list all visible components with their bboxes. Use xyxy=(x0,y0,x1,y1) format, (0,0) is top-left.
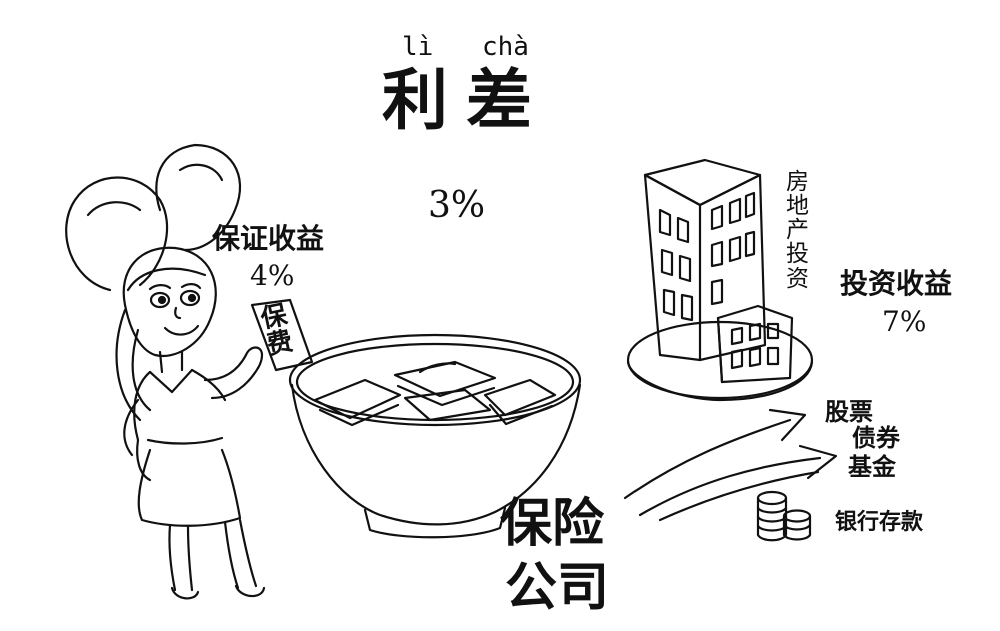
title-li: 利 xyxy=(382,62,448,139)
coin-stack-icon xyxy=(756,490,812,542)
real-estate-label: 房 地 产 投 资 xyxy=(786,170,809,291)
bonds-label: 债券 xyxy=(852,424,900,452)
real-estate-char-2: 地 xyxy=(786,193,809,220)
company-line-2: 公司 xyxy=(505,558,610,618)
title-cha: 差 xyxy=(466,62,532,139)
real-estate-char-4: 投 xyxy=(786,241,809,268)
money-bowl-icon xyxy=(288,333,582,539)
deposits-label: 银行存款 xyxy=(835,510,924,535)
real-estate-char-5: 资 xyxy=(786,265,809,292)
premium-note-icon xyxy=(250,298,314,372)
plate-icon xyxy=(626,320,814,402)
investment-rate: 7% xyxy=(882,305,927,338)
title-pinyin-cha: chà xyxy=(482,32,529,62)
real-estate-char-1: 房 xyxy=(786,169,809,195)
guaranteed-rate: 4% xyxy=(250,259,295,292)
building-icon xyxy=(643,158,794,384)
stocks-label: 股票 xyxy=(825,398,873,426)
growth-arrow-icon xyxy=(623,408,838,522)
investment-label: 投资收益 xyxy=(840,267,953,300)
real-estate-char-3: 产 xyxy=(786,217,809,244)
premium-char-2: 费 xyxy=(263,326,296,362)
company-line-1: 保险 xyxy=(500,494,605,554)
guaranteed-label: 保证收益 xyxy=(212,222,325,255)
title-pinyin-li: lì xyxy=(402,32,434,62)
center-rate: 3% xyxy=(428,185,486,226)
funds-label: 基金 xyxy=(848,453,896,481)
cartoon-woman-icon xyxy=(65,143,266,600)
